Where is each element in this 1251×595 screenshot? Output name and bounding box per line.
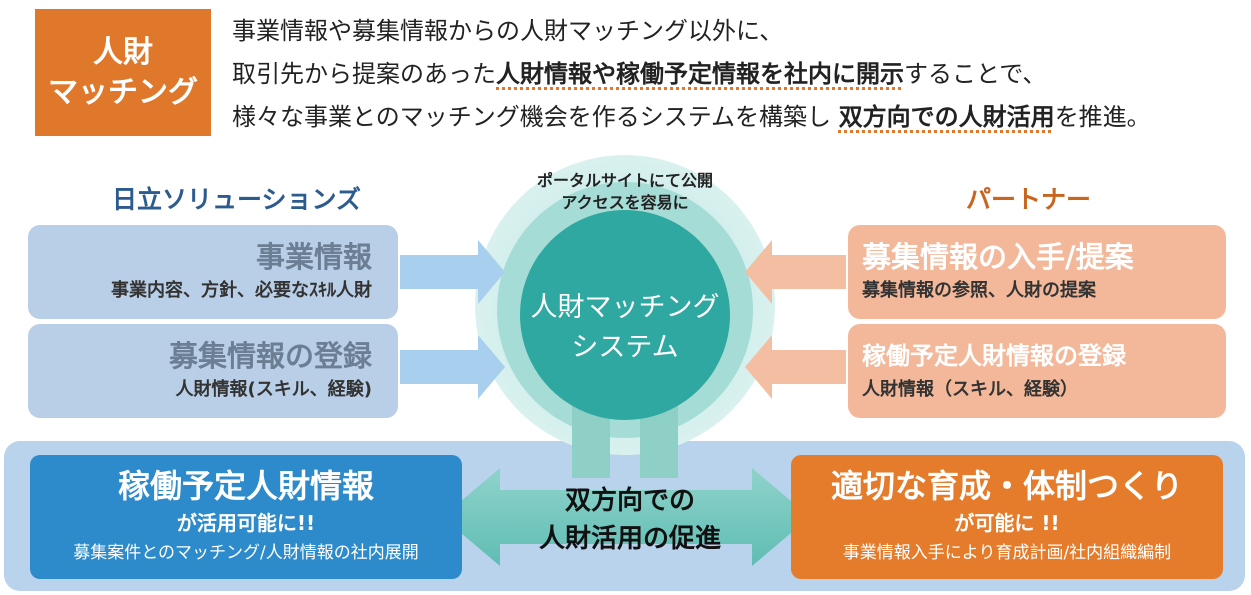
left-header: 日立ソリューションズ xyxy=(112,185,362,214)
system-line2: システム xyxy=(571,332,679,363)
portal-note: ポータルサイトにて公開 アクセスを容易に xyxy=(500,170,750,214)
right-box-sub: 人財情報（スキル、経験） xyxy=(862,379,1078,400)
intro-text: 事業情報や募集情報からの人財マッチング以外に、 取引先から提案のあった人財情報や… xyxy=(232,10,1151,139)
bottom-left-note: 募集案件とのマッチング/人財情報の社内展開 xyxy=(73,543,419,563)
arrow-left-top xyxy=(400,240,505,304)
left-box-business-info: 事業情報 事業内容、方針、必要なｽｷﾙ人財 xyxy=(28,225,398,319)
system-line1: 人財マッチング xyxy=(530,292,720,323)
left-box-sub: 事業内容、方針、必要なｽｷﾙ人財 xyxy=(111,280,372,301)
bottom-right-sub: が可能に !! xyxy=(954,511,1060,535)
left-box-recruit-register: 募集情報の登録 人財情報(スキル、経験) xyxy=(28,324,398,418)
intro-line1: 事業情報や募集情報からの人財マッチング以外に、 xyxy=(232,17,784,45)
intro-line3-highlight: 双方向での人財活用 xyxy=(838,103,1055,131)
center-caption: 双方向での 人財活用の促進 xyxy=(470,482,790,558)
bottom-right-title: 適切な育成・体制つくり xyxy=(830,467,1183,505)
right-box-title: 稼働予定人財情報の登録 xyxy=(862,342,1126,370)
arrow-left-bottom xyxy=(400,335,505,399)
arrow-right-bottom xyxy=(745,335,846,399)
bottom-left-title: 稼働予定人財情報 xyxy=(117,467,374,505)
intro-line2-highlight: 人財情報や稼働予定情報を社内に開示 xyxy=(496,60,904,88)
bottom-left-sub: が活用可能に!! xyxy=(176,511,316,535)
left-box-title: 募集情報の登録 xyxy=(168,339,372,373)
bottom-right-note: 事業情報入手により育成計画/社内組織編制 xyxy=(842,543,1172,563)
system-label: 人財マッチング システム xyxy=(500,288,750,368)
intro-line2-c: することで、 xyxy=(904,60,1047,88)
portal-line2: アクセスを容易に xyxy=(561,193,689,212)
intro-line3-a: 様々な事業とのマッチング機会を作るシステムを構築し xyxy=(232,103,832,131)
intro-line3: 様々な事業とのマッチング機会を作るシステムを構築し 双方向での人財活用を推進。 xyxy=(232,96,1151,139)
badge-line2: マッチング xyxy=(48,74,198,110)
bidirectional-arrow xyxy=(442,468,810,566)
portal-line1: ポータルサイトにて公開 xyxy=(536,171,713,190)
intro-line2: 取引先から提案のあった人財情報や稼働予定情報を社内に開示することで、 xyxy=(232,53,1151,96)
badge-line1: 人財 xyxy=(93,34,153,70)
left-box-sub: 人財情報(スキル、経験) xyxy=(175,379,372,400)
intro-line2-a: 取引先から提案のあった xyxy=(232,60,496,88)
right-box-sub: 募集情報の参照、人財の提案 xyxy=(862,280,1096,301)
bottom-left-box: 稼働予定人財情報 が活用可能に!! 募集案件とのマッチング/人財情報の社内展開 xyxy=(30,455,462,579)
right-box-availability-register: 稼働予定人財情報の登録 人財情報（スキル、経験） xyxy=(848,324,1226,418)
center-line2: 人財活用の促進 xyxy=(538,524,721,554)
right-box-title: 募集情報の入手/提案 xyxy=(862,240,1134,274)
left-box-title: 事業情報 xyxy=(255,240,372,274)
intro-line3-c: を推進。 xyxy=(1054,103,1151,131)
bottom-right-box: 適切な育成・体制つくり が可能に !! 事業情報入手により育成計画/社内組織編制 xyxy=(791,455,1223,579)
center-line1: 双方向での xyxy=(564,486,695,516)
right-header: パートナー xyxy=(966,185,1092,214)
right-box-recruit-get: 募集情報の入手/提案 募集情報の参照、人財の提案 xyxy=(848,225,1226,319)
system-core xyxy=(520,210,730,420)
matching-badge: 人財 マッチング xyxy=(35,9,211,136)
arrow-right-top xyxy=(745,240,846,304)
